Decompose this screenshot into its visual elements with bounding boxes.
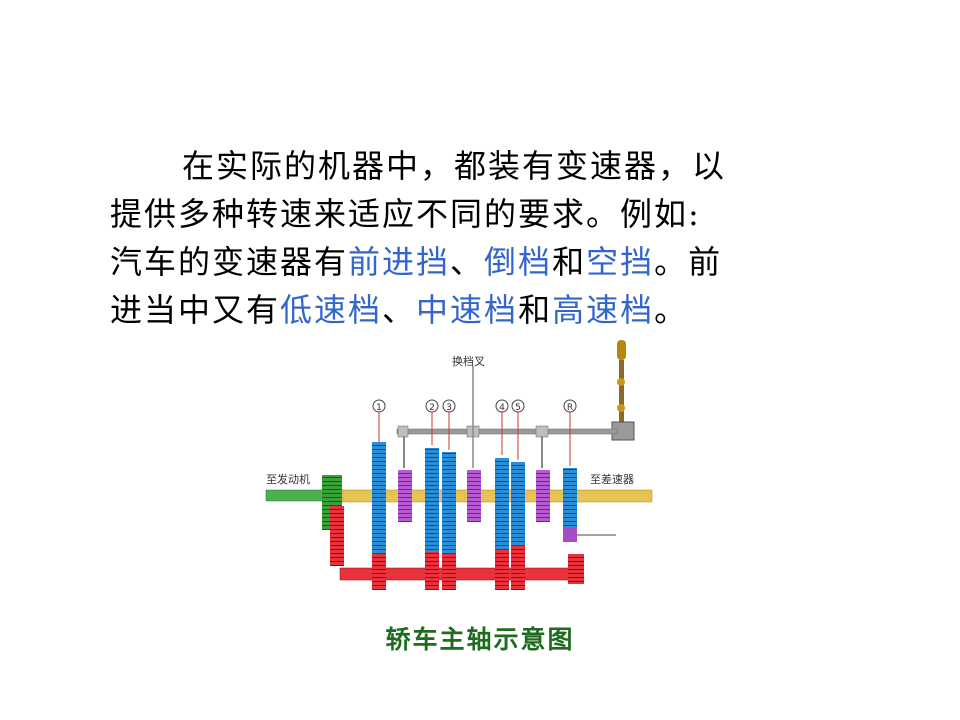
line-2-text: 提供多种转速来适应不同的要求。例如: [110, 195, 701, 233]
description-paragraph: 在实际的机器中，都装有变速器，以 提供多种转速来适应不同的要求。例如: 汽车的变… [110, 142, 810, 334]
counter-shaft-gears [372, 546, 525, 590]
gear-number-markers: 1 2 3 4 5 R [372, 399, 577, 466]
paragraph-line-4: 进当中又有低速档、中速档和高速档。 [110, 286, 810, 334]
shift-fork-label: 换档叉 [452, 354, 485, 368]
term-high-gear: 高速档 [552, 291, 655, 329]
line-4-sep-2: 和 [518, 291, 553, 329]
gear-number-r: R [567, 403, 573, 413]
term-low-gear: 低速档 [280, 291, 383, 329]
line-4-text-end: 。 [654, 291, 689, 329]
term-forward-gear: 前进挡 [348, 243, 451, 281]
gear-number-3: 3 [446, 403, 452, 413]
gear-number-1: 1 [376, 403, 382, 413]
paragraph-line-1: 在实际的机器中，都装有变速器，以 [110, 142, 810, 190]
shift-lever [611, 340, 635, 441]
line-4-sep-1: 、 [382, 291, 417, 329]
term-mid-gear: 中速档 [416, 291, 519, 329]
line-4-text-a: 进当中又有 [110, 291, 281, 329]
line-3-text-a: 汽车的变速器有 [110, 243, 349, 281]
gear-number-4: 4 [499, 403, 505, 413]
diagram-caption: 轿车主轴示意图 [385, 625, 575, 654]
engine-label: 至发动机 [266, 472, 310, 486]
line-3-text-end: 。前 [654, 243, 723, 281]
differential-label: 至差速器 [590, 472, 634, 486]
term-neutral-gear: 空挡 [586, 243, 655, 281]
gear-number-5: 5 [515, 403, 521, 413]
main-shaft-gears [372, 442, 577, 554]
selector-rod [396, 366, 618, 468]
paragraph-line-2: 提供多种转速来适应不同的要求。例如: [110, 190, 810, 238]
synchronizers [398, 470, 616, 542]
line-3-sep-2: 和 [552, 243, 587, 281]
term-reverse-gear: 倒档 [484, 243, 553, 281]
transmission-diagram: 换档叉 至发动机 至差速器 1 2 3 4 5 R [265, 340, 653, 590]
line-1-text: 在实际的机器中，都装有变速器，以 [182, 147, 727, 185]
gear-number-2: 2 [429, 403, 435, 413]
paragraph-line-3: 汽车的变速器有前进挡、倒档和空挡。前 [110, 238, 810, 286]
line-3-sep-1: 、 [450, 243, 485, 281]
input-shaft [265, 475, 344, 566]
